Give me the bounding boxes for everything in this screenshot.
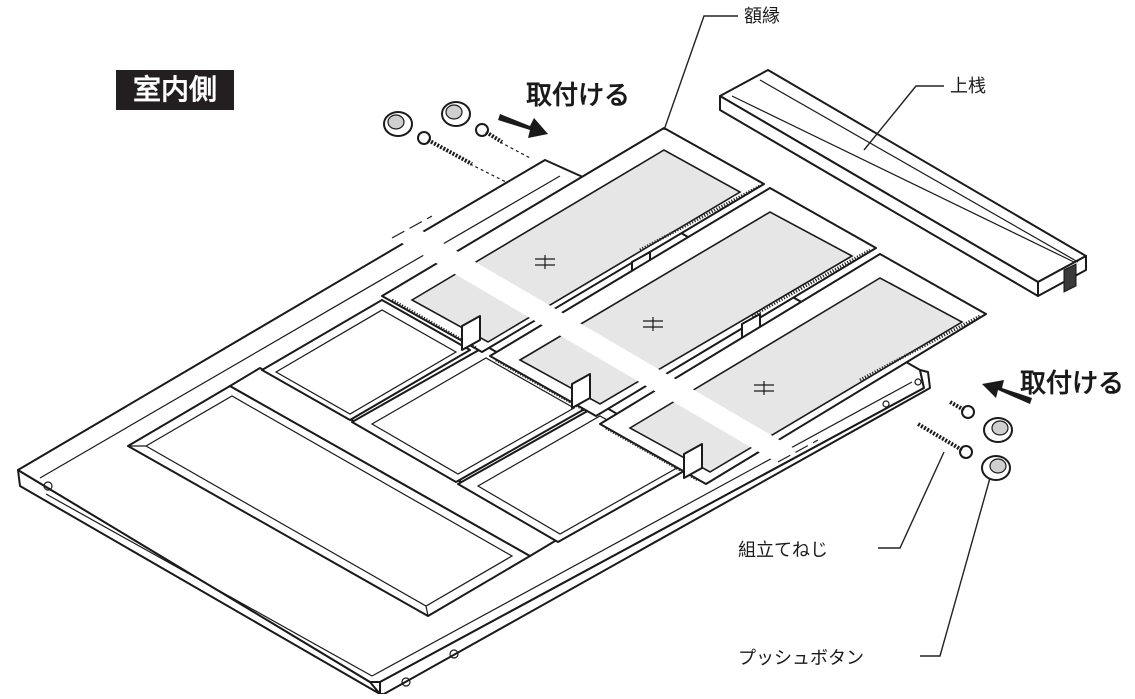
long-screw-icon [916, 422, 973, 459]
install-label-right: 取付ける [1020, 369, 1124, 399]
install-label-top: 取付ける [526, 81, 630, 111]
push-button-icon [983, 417, 1013, 443]
top-rail [719, 69, 1087, 297]
push-button-icon [383, 111, 413, 137]
push-button-icon [981, 455, 1011, 481]
leader-lines [663, 15, 991, 657]
long-screw-icon [417, 131, 473, 166]
right-fasteners [882, 378, 1032, 481]
glass-symbol [535, 255, 774, 395]
short-screw-icon [475, 123, 504, 144]
push-button-label: プッシュボタン [738, 648, 864, 669]
short-screw-icon [949, 400, 975, 419]
room-side-badge: 室内側 [116, 70, 234, 110]
stile-holes [43, 481, 459, 687]
arrow-right-icon [498, 114, 548, 138]
frame-molding-label: 額縁 [744, 6, 780, 27]
push-button-icon [441, 101, 471, 127]
room-side-label: 室内側 [133, 73, 217, 106]
top-fasteners [383, 101, 548, 183]
assembly-screw-label: 組立てねじ [738, 540, 828, 561]
arrow-left-icon [982, 380, 1032, 404]
top-rail-label: 上桟 [950, 76, 986, 97]
break-lines [390, 215, 819, 463]
